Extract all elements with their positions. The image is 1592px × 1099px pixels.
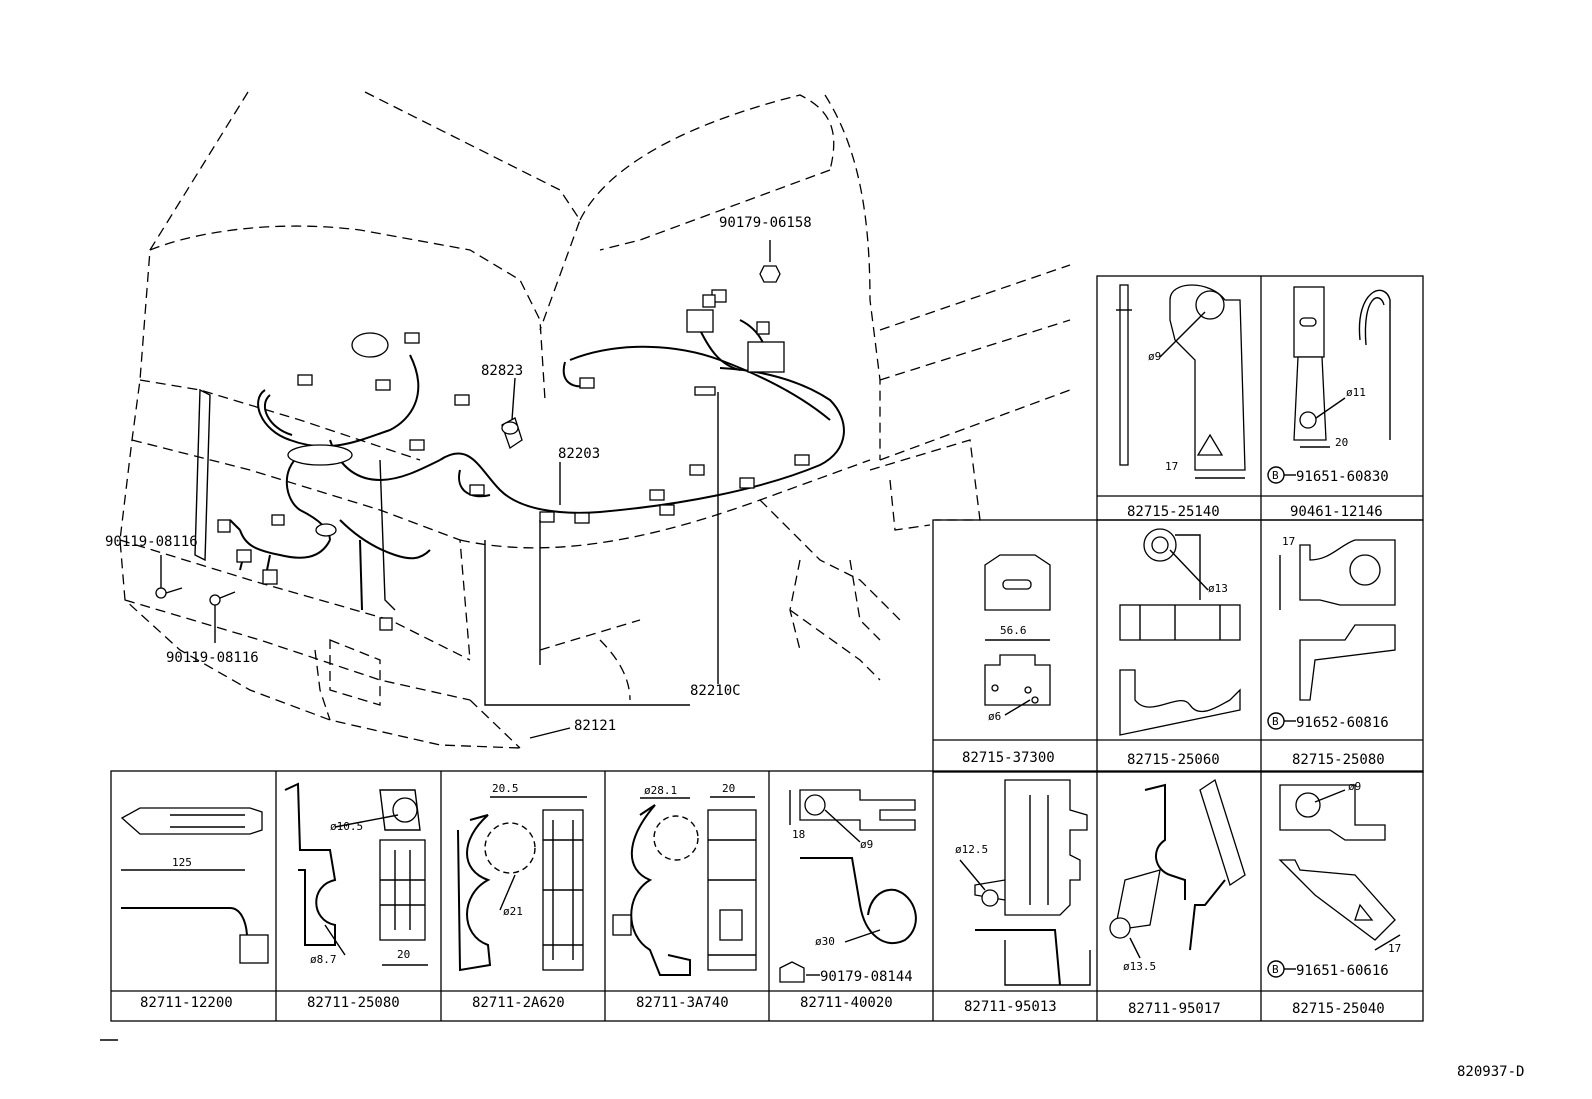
dim-17-b: 17 <box>1282 535 1295 548</box>
part-91651-60616: 91651-60616 <box>1296 963 1389 979</box>
dim-phi21: ø21 <box>503 905 523 918</box>
dim-125: 125 <box>172 856 192 869</box>
dim-phi6: ø6 <box>988 710 1001 723</box>
dim-18: 18 <box>792 828 805 841</box>
dim-phi10.5: ø10.5 <box>330 820 363 833</box>
label-82823: 82823 <box>481 363 523 379</box>
dim-56.6: 56.6 <box>1000 624 1027 637</box>
panel-82711-95013: ø12.5 82711-95013 <box>955 779 1091 1015</box>
label-82121: 82121 <box>574 718 616 734</box>
dim-phi11: ø11 <box>1346 386 1366 399</box>
label-82203: 82203 <box>558 446 600 462</box>
part-82715-37300: 82715-37300 <box>962 750 1055 766</box>
part-91652-60816: 91652-60816 <box>1296 715 1389 731</box>
part-82715-25140: 82715-25140 <box>1127 504 1220 520</box>
panel-82711-3A740: ø28.1 20 82711-3A740 <box>612 782 757 1011</box>
label-90119-08116-bottom: 90119-08116 <box>166 650 259 666</box>
part-82711-40020: 82711-40020 <box>800 995 893 1011</box>
dim-phi9: ø9 <box>1148 350 1161 363</box>
truck-cab-drawing <box>119 91 1071 749</box>
part-82715-25080: 82715-25080 <box>1292 752 1385 768</box>
panel-82715-25060: ø13 82715-25060 <box>1119 528 1241 768</box>
part-82711-12200: 82711-12200 <box>140 995 233 1011</box>
dim-phi13.5: ø13.5 <box>1123 960 1156 973</box>
dim-20-c: 20 <box>722 782 735 795</box>
panel-82715-37300: 56.6 ø6 82715-37300 <box>962 554 1055 766</box>
part-82711-95013: 82711-95013 <box>964 999 1057 1015</box>
b-marker-2: B <box>1272 715 1279 728</box>
b-marker-3: B <box>1272 963 1279 976</box>
panel-82711-40020: 18 ø9 ø30 90179-08144 82711-40020 <box>779 789 917 1011</box>
part-82711-2a620: 82711-2A620 <box>472 995 565 1011</box>
panel-82715-25080: 17 B 91652-60816 82715-25080 <box>1267 535 1396 768</box>
label-90119-08116-top: 90119-08116 <box>105 534 198 550</box>
part-82711-3a740: 82711-3A740 <box>636 995 729 1011</box>
dim-17-c: 17 <box>1388 942 1401 955</box>
part-82711-25080: 82711-25080 <box>307 995 400 1011</box>
dim-phi8.7: ø8.7 <box>310 953 337 966</box>
panel-82715-25140: ø9 17 82715-25140 <box>1116 284 1246 520</box>
panel-82711-95017: ø13.5 82711-95017 <box>1109 778 1246 1017</box>
main-part-labels: 90179-06158 82823 82203 90119-08116 9011… <box>105 215 812 734</box>
panel-90461-12146: ø11 20 B 91651-60830 90461-12146 <box>1267 286 1391 520</box>
panel-82715-25040: ø9 17 B 91651-60616 82715-25040 <box>1267 780 1401 1017</box>
engine-wire-harness <box>155 240 845 739</box>
dim-phi13: ø13 <box>1208 582 1228 595</box>
dim-17: 17 <box>1165 460 1178 473</box>
label-90179-06158: 90179-06158 <box>719 215 812 231</box>
part-82711-95017: 82711-95017 <box>1128 1001 1221 1017</box>
panel-82711-2A620: 20.5 ø21 82711-2A620 <box>457 782 587 1011</box>
part-91651-60830: 91651-60830 <box>1296 469 1389 485</box>
part-82715-25040: 82715-25040 <box>1292 1001 1385 1017</box>
b-marker: B <box>1272 469 1279 482</box>
panel-82711-12200: 125 82711-12200 <box>120 807 269 1011</box>
dim-phi9-b: ø9 <box>860 838 873 851</box>
panel-grid <box>110 275 1424 1022</box>
panel-82711-25080: ø10.5 ø8.7 20 82711-25080 <box>284 782 428 1011</box>
part-82715-25060: 82715-25060 <box>1127 752 1220 768</box>
dim-20.5: 20.5 <box>492 782 519 795</box>
label-82210c: 82210C <box>690 683 741 699</box>
dim-20-b: 20 <box>397 948 410 961</box>
dim-phi28.1: ø28.1 <box>644 784 677 797</box>
dim-phi9-c: ø9 <box>1348 780 1361 793</box>
part-90461-12146: 90461-12146 <box>1290 504 1383 520</box>
dim-phi30: ø30 <box>815 935 835 948</box>
figure-code: 820937-D <box>1457 1064 1524 1080</box>
dim-20: 20 <box>1335 436 1348 449</box>
dim-phi12.5: ø12.5 <box>955 843 988 856</box>
part-90179-08144: 90179-08144 <box>820 969 913 985</box>
